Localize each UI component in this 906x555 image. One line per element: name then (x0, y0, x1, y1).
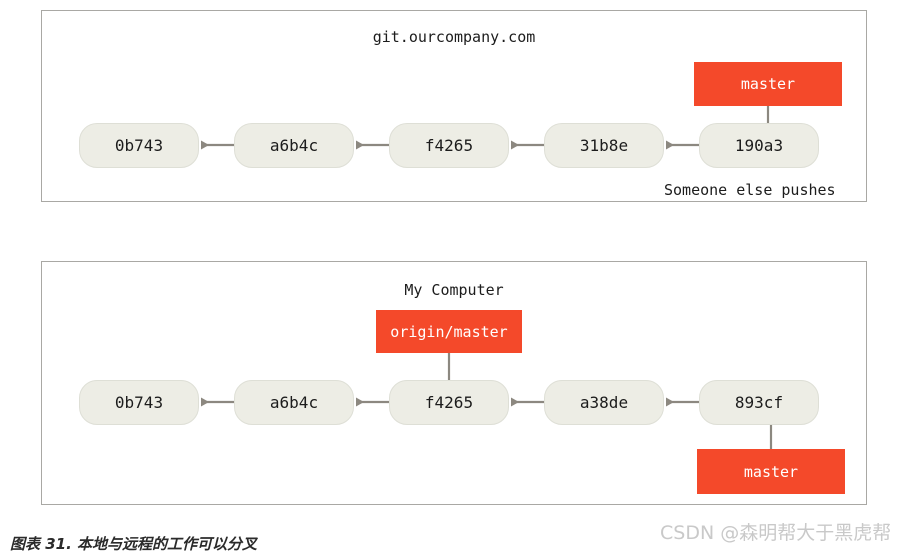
commit-node[interactable]: a6b4c (234, 123, 354, 168)
ref-label-master[interactable]: master (697, 449, 845, 494)
commit-node[interactable]: f4265 (389, 123, 509, 168)
watermark: CSDN @森明帮大于黑虎帮 (660, 522, 892, 544)
ref-label-origin-master[interactable]: origin/master (376, 310, 522, 353)
commit-node[interactable]: 31b8e (544, 123, 664, 168)
commit-node[interactable]: 0b743 (79, 380, 199, 425)
commit-node[interactable]: a6b4c (234, 380, 354, 425)
commit-node[interactable]: 190a3 (699, 123, 819, 168)
commit-node[interactable]: f4265 (389, 380, 509, 425)
panel-remote-title: git.ourcompany.com (372, 28, 536, 46)
commit-node[interactable]: a38de (544, 380, 664, 425)
commit-node[interactable]: 0b743 (79, 123, 199, 168)
ref-label-master[interactable]: master (694, 62, 842, 106)
note-someone-else-pushes: Someone else pushes (664, 181, 836, 199)
panel-local-title: My Computer (404, 281, 504, 299)
figure-caption: 图表 31. 本地与远程的工作可以分叉 (10, 535, 258, 553)
commit-node[interactable]: 893cf (699, 380, 819, 425)
panel-remote-repository: git.ourcompany.com 0b743 a6b4c f4265 31b… (41, 10, 867, 202)
panel-local-repository: My Computer 0b743 a6b4c f4265 a38de 893c… (41, 261, 867, 505)
